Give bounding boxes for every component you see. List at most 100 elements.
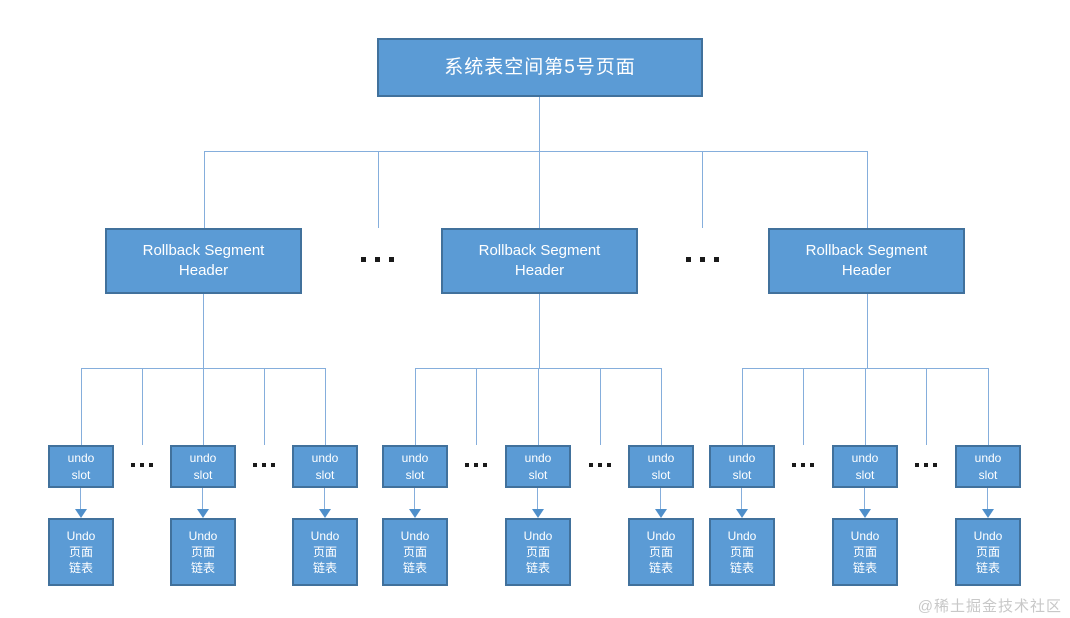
ellipsis-icon: [361, 257, 394, 262]
connector-line: [539, 294, 540, 368]
connector-line: [803, 368, 804, 445]
slot-label-line: slot: [315, 467, 335, 482]
undo-slot: undo slot: [382, 445, 448, 488]
connector-line: [203, 294, 204, 368]
connector-line: [264, 368, 265, 445]
slot-label-line: undo: [401, 451, 429, 466]
connector-line: [142, 368, 143, 445]
down-arrow-icon: [859, 488, 871, 518]
undo-page-list: Undo 页面 链表: [170, 518, 236, 586]
page-label-line: 链表: [525, 561, 550, 576]
rollback-segment-header-1: Rollback Segment Header: [105, 228, 302, 294]
ellipsis-icon: [465, 463, 487, 467]
down-arrow-icon: [655, 488, 667, 518]
undo-page-list: Undo 页面 链表: [292, 518, 358, 586]
undo-slot: undo slot: [628, 445, 694, 488]
ellipsis-icon: [589, 463, 611, 467]
connector-line: [203, 368, 204, 445]
undo-page-list: Undo 页面 链表: [382, 518, 448, 586]
slot-label-line: slot: [651, 467, 671, 482]
page-label-line: 链表: [852, 561, 877, 576]
connector-line: [204, 151, 205, 228]
page-label-line: Undo: [850, 528, 880, 543]
page-label-line: Undo: [400, 528, 430, 543]
header-label-line: Rollback Segment: [478, 241, 601, 259]
connector-line: [867, 151, 868, 228]
connector-line: [378, 151, 379, 228]
rollback-segment-header-3: Rollback Segment Header: [768, 228, 965, 294]
header-label-line: Rollback Segment: [805, 241, 928, 259]
slot-label-line: slot: [405, 467, 425, 482]
connector-line: [325, 368, 326, 445]
page-label-line: 页面: [852, 544, 877, 559]
connector-line: [600, 368, 601, 445]
connector-line: [539, 96, 540, 151]
down-arrow-icon: [736, 488, 748, 518]
rollback-segment-header-2: Rollback Segment Header: [441, 228, 638, 294]
page-label-line: 链表: [312, 561, 337, 576]
watermark: @稀土掘金技术社区: [917, 598, 1062, 615]
slot-label-line: undo: [67, 451, 95, 466]
undo-slot: undo slot: [832, 445, 898, 488]
undo-slot: undo slot: [505, 445, 571, 488]
page-label-line: 页面: [729, 544, 754, 559]
slot-label-line: slot: [193, 467, 213, 482]
down-arrow-icon: [75, 488, 87, 518]
slot-label-line: undo: [974, 451, 1002, 466]
page-label-line: 页面: [190, 544, 215, 559]
page-label-line: 链表: [190, 561, 215, 576]
page-label-line: 链表: [402, 561, 427, 576]
undo-slot: undo slot: [709, 445, 775, 488]
undo-page-list: Undo 页面 链表: [709, 518, 775, 586]
page-label-line: 链表: [648, 561, 673, 576]
connector-line: [415, 368, 416, 445]
connector-line: [988, 368, 989, 445]
undo-slot: undo slot: [48, 445, 114, 488]
root-node-label: 系统表空间第5号页面: [444, 56, 636, 78]
ellipsis-icon: [131, 463, 153, 467]
page-label-line: 页面: [975, 544, 1000, 559]
slot-label-line: undo: [851, 451, 879, 466]
undo-page-list: Undo 页面 链表: [505, 518, 571, 586]
undo-slot: undo slot: [292, 445, 358, 488]
slot-label-line: slot: [71, 467, 91, 482]
header-label-line: Header: [514, 262, 565, 279]
connector-line: [661, 368, 662, 445]
page-label-line: 页面: [525, 544, 550, 559]
ellipsis-icon: [253, 463, 275, 467]
slot-label-line: slot: [978, 467, 998, 482]
connector-line: [867, 294, 868, 368]
undo-slot: undo slot: [955, 445, 1021, 488]
slot-label-line: undo: [728, 451, 756, 466]
down-arrow-icon: [409, 488, 421, 518]
header-label-line: Header: [841, 262, 892, 279]
slot-label-line: slot: [855, 467, 875, 482]
header-label-line: Header: [178, 262, 229, 279]
undo-page-list: Undo 页面 链表: [955, 518, 1021, 586]
page-label-line: 链表: [68, 561, 93, 576]
ellipsis-icon: [915, 463, 937, 467]
undo-page-list: Undo 页面 链表: [628, 518, 694, 586]
page-label-line: 页面: [402, 544, 427, 559]
root-node: 系统表空间第5号页面: [377, 38, 703, 97]
page-label-line: Undo: [66, 528, 96, 543]
page-label-line: 链表: [729, 561, 754, 576]
ellipsis-icon: [686, 257, 719, 262]
connector-line: [476, 368, 477, 445]
connector-line: [539, 151, 540, 228]
slot-label-line: slot: [528, 467, 548, 482]
connector-line: [81, 368, 82, 445]
slot-label-line: undo: [524, 451, 552, 466]
undo-page-list: Undo 页面 链表: [832, 518, 898, 586]
undo-slot: undo slot: [170, 445, 236, 488]
down-arrow-icon: [319, 488, 331, 518]
down-arrow-icon: [532, 488, 544, 518]
page-label-line: 链表: [975, 561, 1000, 576]
connector-line: [204, 151, 867, 152]
ellipsis-icon: [792, 463, 814, 467]
page-label-line: Undo: [188, 528, 218, 543]
down-arrow-icon: [982, 488, 994, 518]
page-label-line: Undo: [523, 528, 553, 543]
header-label-line: Rollback Segment: [142, 241, 265, 259]
